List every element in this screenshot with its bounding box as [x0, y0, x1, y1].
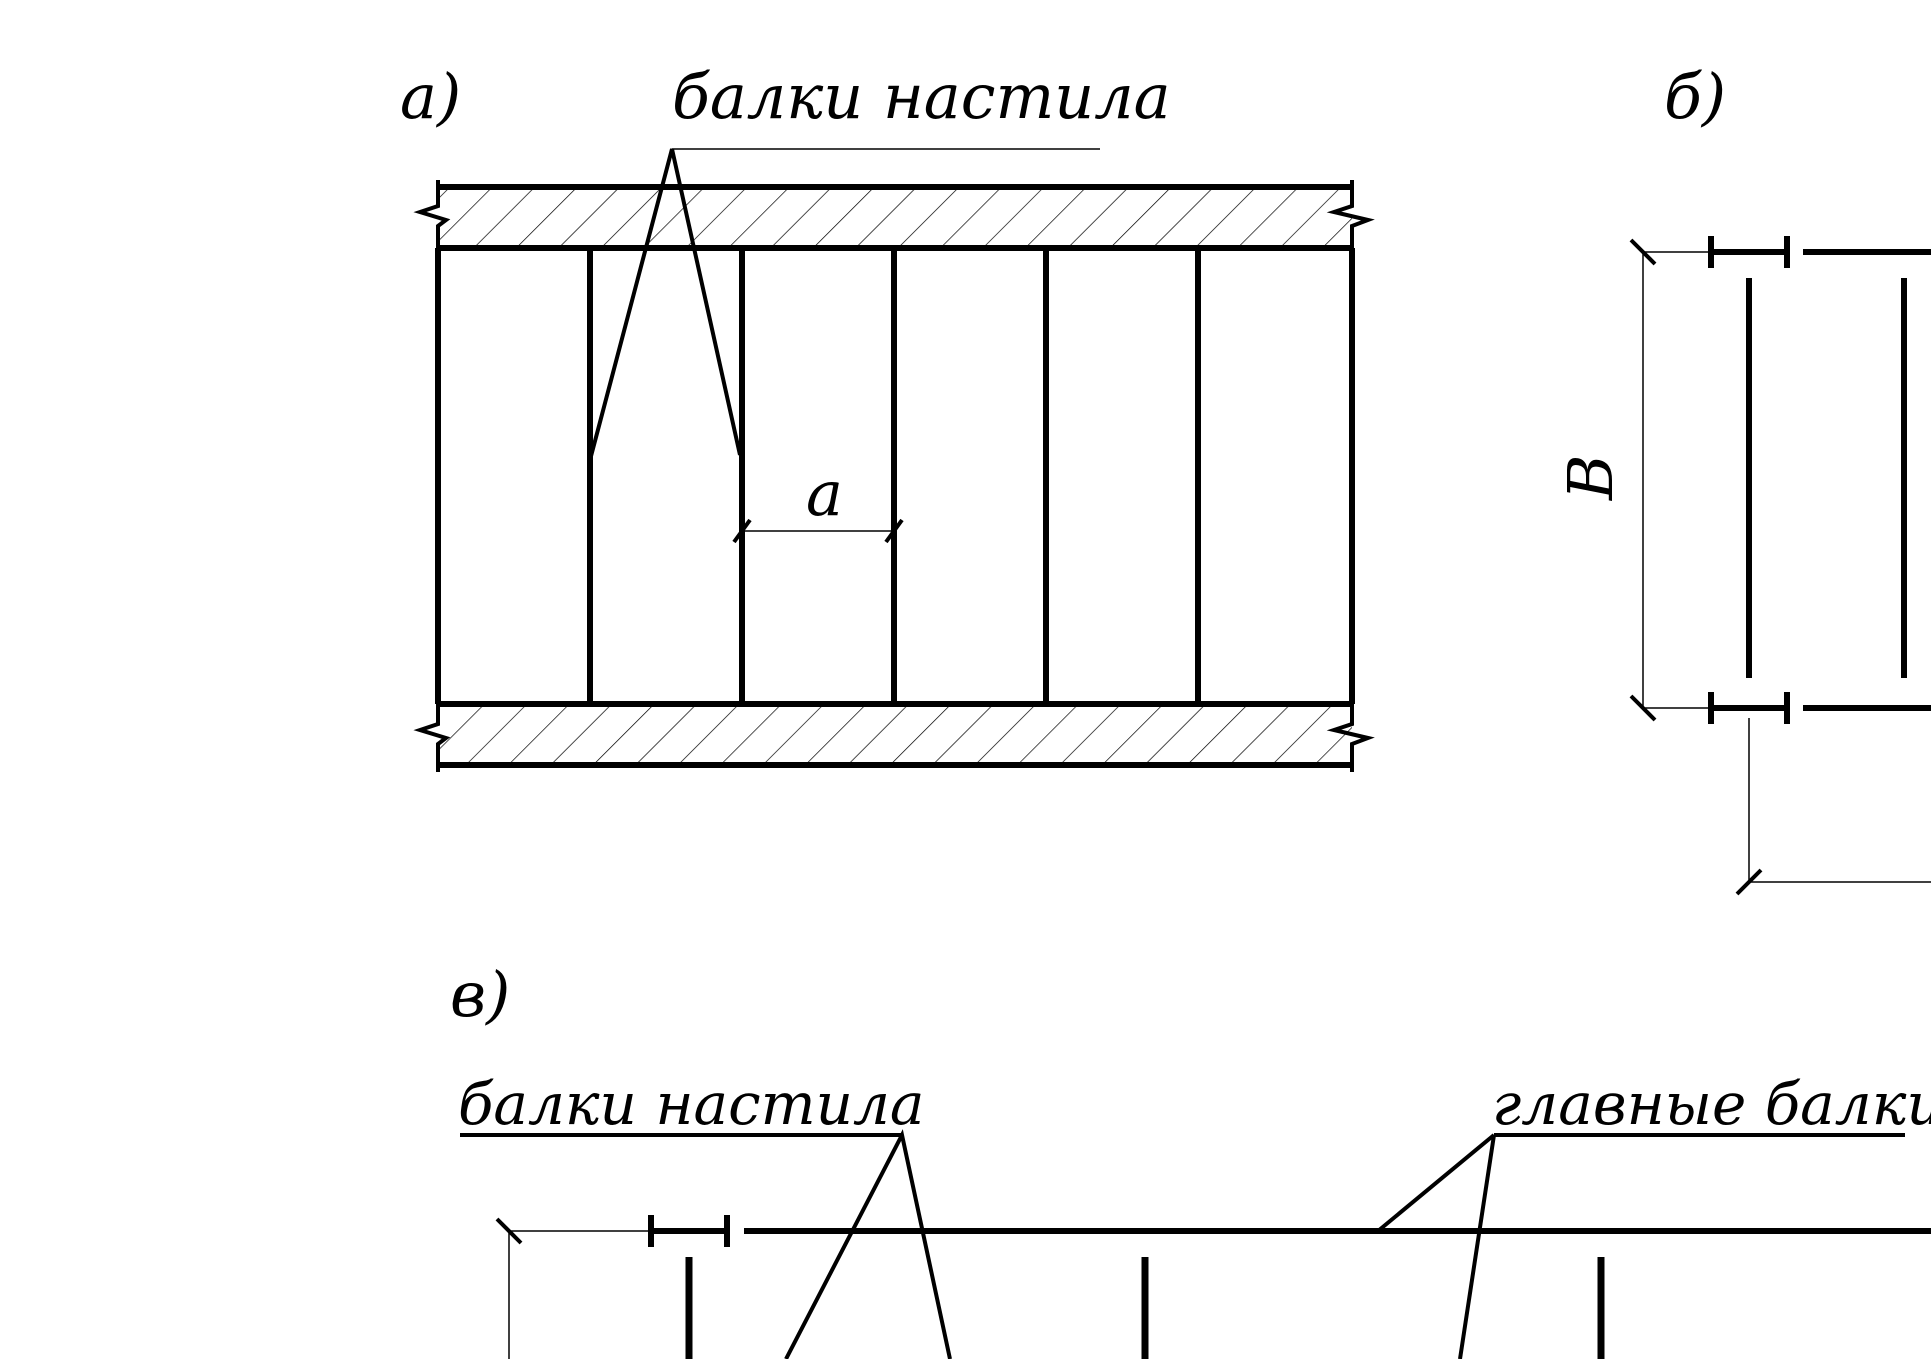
break-symbol-top-left [413, 180, 451, 254]
dimension-b-tick-bottom [1629, 694, 1657, 722]
panel-a-leader-label: балки настила [672, 60, 1171, 133]
dimension-a-tick-right [884, 518, 904, 544]
break-symbol-bottom-left [413, 698, 451, 772]
panel-a-tag: а) [400, 60, 461, 133]
panel-c: в) балки настила главные балки [450, 958, 1931, 1359]
panel-c-left-leader-lines [784, 1129, 952, 1359]
panel-a-leader-lines [588, 148, 742, 461]
bottom-wall-hatch [438, 704, 1352, 765]
break-symbol-top-right [1326, 180, 1375, 254]
panel-c-leader-label-left: балки настила [458, 1070, 924, 1138]
panel-c-tag: в) [450, 958, 510, 1031]
dimension-b-tick-top [1629, 238, 1657, 266]
panel-c-right-leader-2 [1458, 1134, 1496, 1359]
panel-b: б) B [1554, 60, 1931, 896]
dimension-a-tick-left [732, 518, 752, 544]
dimension-b-label: B [1554, 454, 1627, 501]
panel-c-leader-label-right: главные балки [1492, 1070, 1931, 1138]
panel-c-right-leader-1 [1376, 1133, 1496, 1233]
panel-a: а) балки настила a [400, 60, 1375, 772]
top-wall-hatch [438, 187, 1352, 248]
dimension-a-label: a [806, 457, 843, 530]
panel-c-dimension-tick [495, 1217, 523, 1245]
break-symbol-bottom-right [1326, 698, 1375, 772]
panel-b-tag: б) [1664, 60, 1726, 133]
panel-b-lower-dimension-tick [1735, 868, 1763, 896]
